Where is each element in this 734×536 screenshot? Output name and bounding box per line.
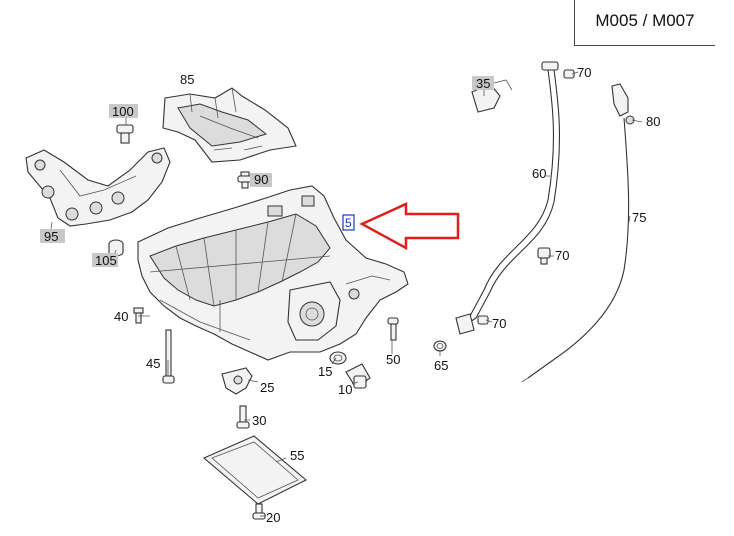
label-20: 20 (266, 510, 280, 525)
part-95-mount-bracket[interactable] (25, 147, 171, 227)
part-60-dipstick-tube[interactable] (455, 61, 561, 335)
part-70-clip-lower[interactable] (477, 315, 489, 325)
model-code-box: M005 / M007 (574, 0, 715, 46)
part-number-labels: 85 100 90 95 105 40 45 25 30 55 20 15 10… (44, 65, 660, 525)
label-100: 100 (112, 104, 134, 119)
part-80-dipstick-handle[interactable] (611, 83, 635, 125)
part-70-clip-top[interactable] (563, 69, 575, 79)
label-55: 55 (290, 448, 304, 463)
part-45-long-bolt[interactable] (162, 329, 175, 384)
part-5-oil-pan[interactable] (137, 185, 409, 361)
label-70-top: 70 (577, 65, 591, 80)
part-15-washer[interactable] (329, 351, 347, 365)
model-code-label: M005 / M007 (595, 11, 695, 30)
label-65: 65 (434, 358, 448, 373)
part-30-bolt[interactable] (236, 405, 250, 429)
part-55-cover-plate[interactable] (202, 435, 307, 505)
part-20-bolt[interactable] (252, 503, 266, 520)
label-90: 90 (254, 172, 268, 187)
label-85: 85 (180, 72, 194, 87)
label-105: 105 (95, 253, 117, 268)
label-15: 15 (318, 364, 332, 379)
shaded-labels (40, 76, 494, 267)
part-75-dipstick[interactable] (521, 117, 630, 383)
label-35: 35 (476, 76, 490, 91)
part-70-clip-middle[interactable] (537, 247, 551, 265)
part-50-bolt[interactable] (387, 317, 399, 341)
label-70-middle: 70 (555, 248, 569, 263)
label-80: 80 (646, 114, 660, 129)
label-5: 5 (345, 216, 352, 230)
label-60: 60 (532, 166, 546, 181)
part-40-bolt[interactable] (133, 307, 144, 324)
part-25-sensor[interactable] (221, 367, 253, 395)
part-90-bolt[interactable] (237, 171, 253, 189)
label-75: 75 (632, 210, 646, 225)
label-25: 25 (260, 380, 274, 395)
label-50: 50 (386, 352, 400, 367)
label-45: 45 (146, 356, 160, 371)
label-40: 40 (114, 309, 128, 324)
label-70-lower: 70 (492, 316, 506, 331)
part-5-highlight[interactable] (342, 214, 355, 231)
part-10-drain-plug[interactable] (345, 363, 371, 389)
part-65-o-ring[interactable] (433, 340, 447, 352)
red-pointer-arrow (359, 202, 460, 251)
label-95: 95 (44, 229, 58, 244)
label-10: 10 (338, 382, 352, 397)
part-85-baffle[interactable] (162, 87, 297, 163)
part-100-bolt[interactable] (116, 124, 134, 144)
label-30: 30 (252, 413, 266, 428)
